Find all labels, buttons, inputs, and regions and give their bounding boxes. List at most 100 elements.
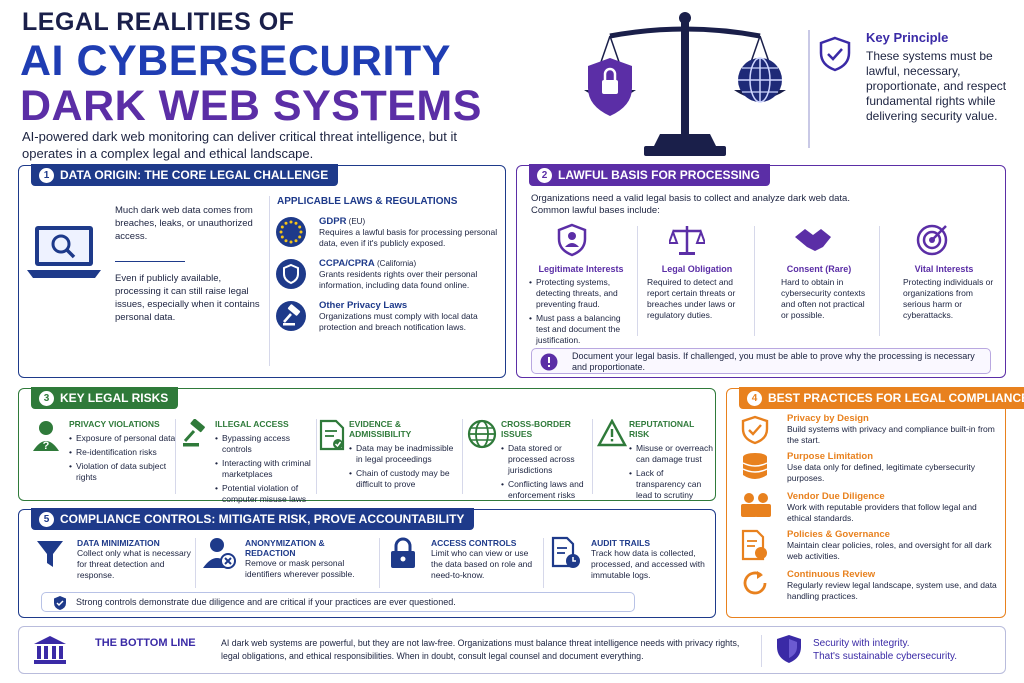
control-title: ACCESS CONTROLS xyxy=(431,538,517,548)
practice-text: Maintain clear policies, roles, and over… xyxy=(787,540,992,561)
tagline-line-1: Security with integrity. xyxy=(813,638,910,649)
shield-check-icon xyxy=(819,36,851,72)
law-gdpr: GDPR (EU) Requires a lawful basis for pr… xyxy=(319,216,499,249)
practice-purpose-limitation: Purpose Limitation Use data only for def… xyxy=(787,451,999,484)
bottom-line-text: AI dark web systems are powerful, but th… xyxy=(221,638,740,661)
practice-title: Continuous Review xyxy=(787,569,876,580)
section-title: LAWFUL BASIS FOR PROCESSING xyxy=(558,168,760,182)
control-access-controls: ACCESS CONTROLS Limit who can view or us… xyxy=(431,538,541,581)
control-text: Collect only what is necessary for threa… xyxy=(77,548,191,580)
risk-privacy-violations: PRIVACY VIOLATIONS Exposure of personal … xyxy=(69,419,179,486)
note-text: Document your legal basis. If challenged… xyxy=(572,351,975,372)
divider xyxy=(115,261,185,262)
section-data-origin: 1 DATA ORIGIN: THE CORE LEGAL CHALLENGE M… xyxy=(18,164,506,378)
bottom-tagline: Security with integrity. That's sustaina… xyxy=(813,637,957,663)
people-icon xyxy=(741,493,771,517)
risk-bullet: Data may be inadmissible in legal procee… xyxy=(349,443,461,465)
practice-privacy-by-design: Privacy by Design Build systems with pri… xyxy=(787,413,999,446)
risk-bullet: Bypassing access controls xyxy=(215,433,315,455)
section-title: DATA ORIGIN: THE CORE LEGAL CHALLENGE xyxy=(60,168,329,182)
risk-cross-border: CROSS-BORDER ISSUES Data stored or proce… xyxy=(501,419,601,504)
basis-title: Vital Interests xyxy=(914,264,974,274)
database-icon xyxy=(742,453,768,479)
basis-title: Consent (Rare) xyxy=(786,264,852,274)
risk-bullet: Data stored or processed across jurisdic… xyxy=(501,443,601,476)
laptop-search-icon xyxy=(27,226,101,278)
section-number: 2 xyxy=(537,168,552,183)
title-line-3: DARK WEB SYSTEMS xyxy=(20,82,482,130)
law-name: GDPR xyxy=(319,216,347,227)
key-principle: Key Principle These systems must be lawf… xyxy=(808,30,1018,148)
practice-title: Vendor Due Diligence xyxy=(787,491,885,502)
risk-title: EVIDENCE & ADMISSIBILITY xyxy=(349,419,412,439)
title-line-2: AI CYBERSECURITY xyxy=(20,37,451,85)
practice-title: Policies & Governance xyxy=(787,529,890,540)
shield-check-icon xyxy=(54,596,66,610)
risk-bullet: Re-identification risks xyxy=(69,447,179,458)
control-title: DATA MINIMIZATION xyxy=(77,538,160,548)
laws-title: APPLICABLE LAWS & REGULATIONS xyxy=(277,196,458,207)
basis-legal-obligation: Legal Obligation Required to detect and … xyxy=(647,264,747,321)
basis-text: Hard to obtain in cybersecurity contexts… xyxy=(781,277,866,320)
gavel-icon xyxy=(183,419,205,447)
bottom-line-title: THE BOTTOM LINE xyxy=(95,637,196,649)
risk-title: REPUTATIONAL RISK xyxy=(629,419,695,439)
data-origin-text-b: Even if publicly available, processing i… xyxy=(115,273,260,323)
risk-bullet: Lack of transparency can lead to scrutin… xyxy=(629,468,713,501)
practice-title: Privacy by Design xyxy=(787,413,869,424)
target-icon xyxy=(916,224,948,256)
section-number: 3 xyxy=(39,391,54,406)
practice-text: Build systems with privacy and complianc… xyxy=(787,424,995,445)
basis-text: Required to detect and report certain th… xyxy=(647,277,736,320)
scales-icon xyxy=(669,226,705,255)
control-data-minimization: DATA MINIMIZATION Collect only what is n… xyxy=(77,538,197,581)
section-3-header: 3 KEY LEGAL RISKS xyxy=(31,387,179,409)
control-audit-trails: AUDIT TRAILS Track how data is collected… xyxy=(591,538,711,581)
control-title: AUDIT TRAILS xyxy=(591,538,651,548)
refresh-icon xyxy=(743,571,767,595)
bottom-line: THE BOTTOM LINE AI dark web systems are … xyxy=(18,626,1006,674)
lawful-basis-note: Document your legal basis. If challenged… xyxy=(531,348,991,374)
control-title: ANONYMIZATION & REDACTION xyxy=(245,538,325,558)
policy-document-icon xyxy=(741,529,767,561)
risk-bullet: Chain of custody may be difficult to pro… xyxy=(349,468,461,490)
control-text: Remove or mask personal identifiers wher… xyxy=(245,558,355,579)
data-origin-text-a: Much dark web data comes from breaches, … xyxy=(115,205,253,242)
section-number: 1 xyxy=(39,168,54,183)
risk-title: ILLEGAL ACCESS xyxy=(215,419,289,429)
practice-policies-governance: Policies & Governance Maintain clear pol… xyxy=(787,529,999,562)
funnel-icon xyxy=(37,541,63,567)
practice-vendor-due-diligence: Vendor Due Diligence Work with reputable… xyxy=(787,491,999,524)
law-desc: Organizations must comply with local dat… xyxy=(319,311,478,332)
eu-flag-icon xyxy=(276,217,306,247)
section-number: 5 xyxy=(39,512,54,527)
risk-illegal-access: ILLEGAL ACCESS Bypassing access controls… xyxy=(215,419,315,508)
law-other: Other Privacy Laws Organizations must co… xyxy=(319,300,499,333)
practice-title: Purpose Limitation xyxy=(787,451,874,462)
tagline-line-2: That's sustainable cybersecurity. xyxy=(813,651,958,662)
practice-text: Regularly review legal landscape, system… xyxy=(787,580,997,601)
subtitle: AI-powered dark web monitoring can deliv… xyxy=(22,129,457,161)
gavel-icon xyxy=(276,301,306,331)
key-principle-text: These systems must be lawful, necessary,… xyxy=(866,49,1007,123)
section-title: BEST PRACTICES FOR LEGAL COMPLIANCE xyxy=(768,391,1024,405)
svg-text:?: ? xyxy=(43,440,50,452)
basis-bullet: Protecting systems, detecting threats, a… xyxy=(529,277,633,310)
control-text: Limit who can view or use the data based… xyxy=(431,548,533,580)
law-desc: Grants residents rights over their perso… xyxy=(319,269,478,290)
practice-continuous-review: Continuous Review Regularly review legal… xyxy=(787,569,999,602)
practice-text: Work with reputable providers that follo… xyxy=(787,502,977,523)
warning-icon xyxy=(597,419,627,447)
risk-bullet: Potential violation of computer misuse l… xyxy=(215,483,315,505)
courthouse-icon xyxy=(34,636,66,664)
shield-icon xyxy=(276,259,306,289)
section-title: KEY LEGAL RISKS xyxy=(60,391,169,405)
controls-note: Strong controls demonstrate due diligenc… xyxy=(41,592,635,612)
basis-title: Legitimate Interests xyxy=(538,264,624,274)
control-text: Track how data is collected, processed, … xyxy=(591,548,705,580)
law-name: Other Privacy Laws xyxy=(319,300,408,311)
law-region: (California) xyxy=(374,259,417,268)
person-question-icon: ? xyxy=(33,421,59,452)
title-line-1: LEGAL REALITIES OF xyxy=(22,8,295,36)
